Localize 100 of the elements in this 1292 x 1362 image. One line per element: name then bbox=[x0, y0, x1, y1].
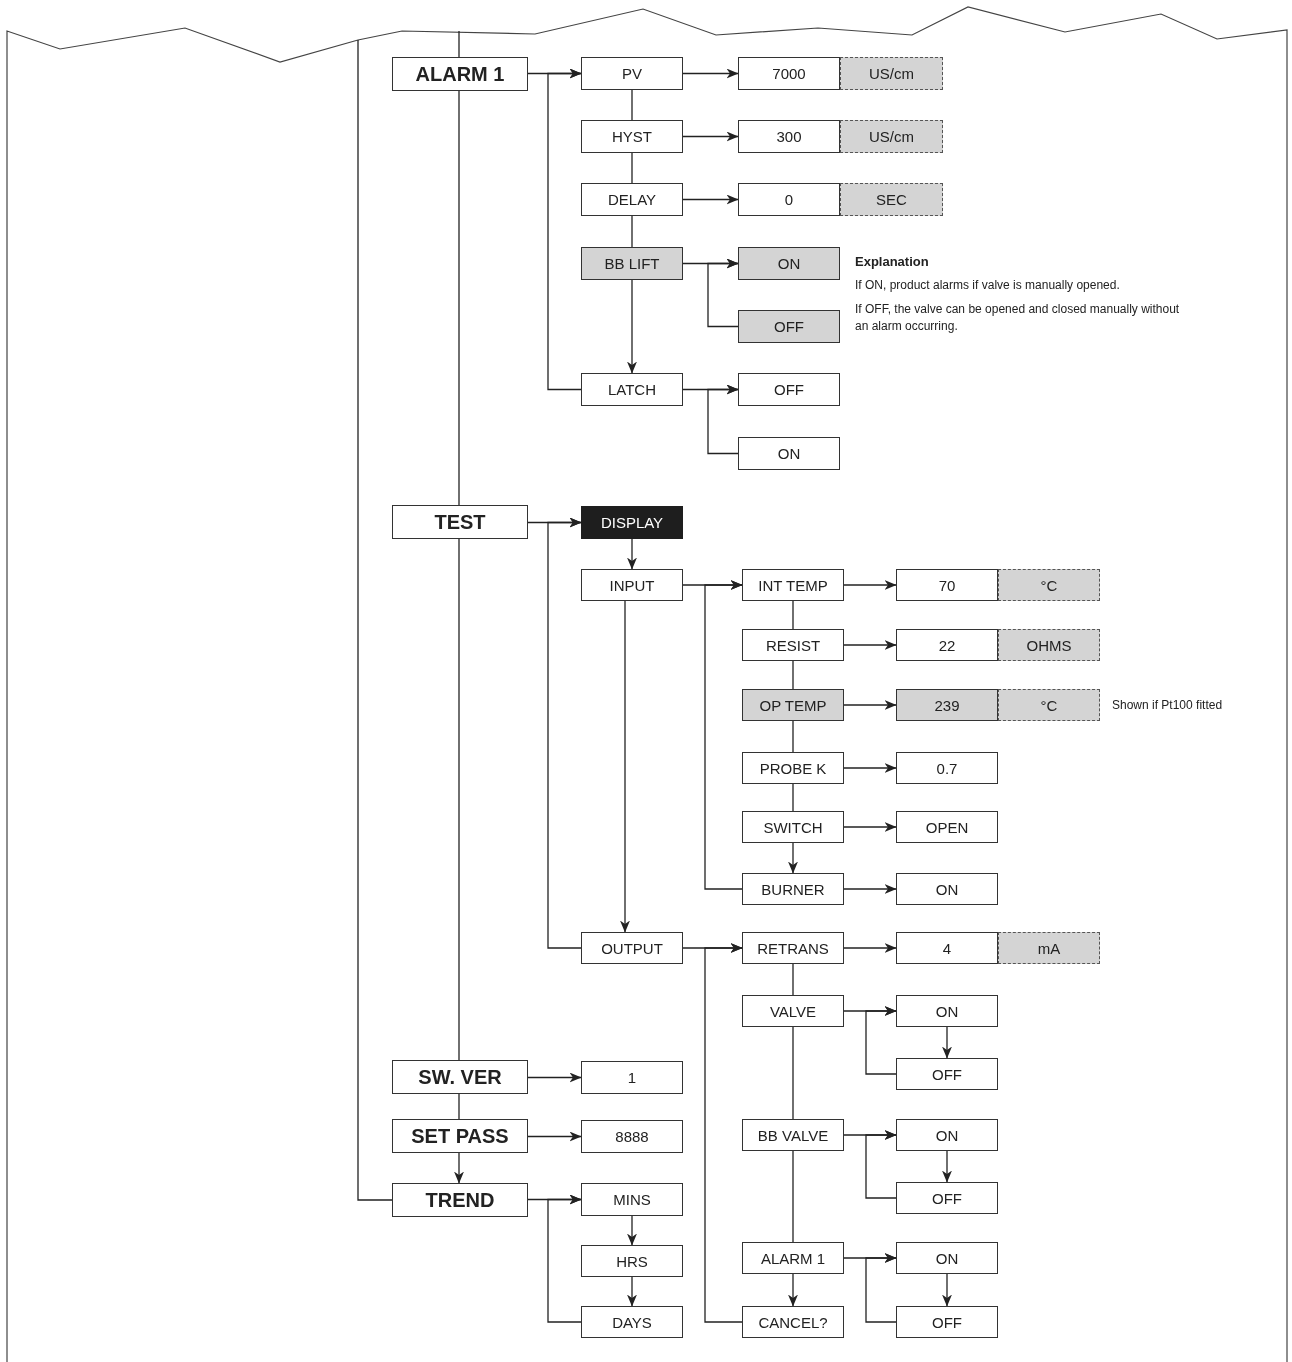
connector-arrow bbox=[682, 68, 739, 79]
menu-label: HRS bbox=[616, 1253, 648, 1269]
connector-arrow bbox=[865, 1130, 897, 1199]
connector-arrow bbox=[843, 943, 897, 953]
connector-line bbox=[458, 90, 460, 506]
menu-box bbox=[392, 1119, 528, 1153]
menu-title: TEST bbox=[434, 512, 486, 532]
menu-box bbox=[896, 752, 998, 784]
menu-title: SET PASS bbox=[411, 1126, 509, 1146]
menu-box bbox=[742, 1242, 844, 1274]
connector-arrow bbox=[843, 640, 897, 650]
connector-arrow bbox=[527, 1072, 582, 1083]
menu-box bbox=[738, 120, 840, 153]
unit-box bbox=[998, 689, 1100, 721]
menu-label: ON bbox=[777, 446, 801, 461]
menu-label: PV bbox=[622, 66, 642, 81]
connector-arrow bbox=[843, 822, 897, 832]
menu-label: ON bbox=[777, 256, 801, 271]
shaded-menu-box bbox=[742, 689, 844, 721]
menu-box bbox=[581, 1245, 683, 1277]
unit-label: °C bbox=[1040, 577, 1058, 593]
menu-box bbox=[738, 373, 840, 406]
menu-label: OFF bbox=[774, 319, 804, 334]
menu-label: ALARM 1 bbox=[760, 1250, 826, 1266]
connector-arrow bbox=[788, 842, 798, 874]
menu-box bbox=[581, 57, 683, 90]
menu-box bbox=[742, 995, 844, 1027]
unit-box bbox=[840, 183, 943, 216]
connector-arrow bbox=[942, 1273, 952, 1307]
connector-arrow bbox=[707, 384, 739, 455]
shaded-menu-box bbox=[581, 247, 683, 280]
explanation-heading: Explanation bbox=[855, 253, 929, 271]
menu-box bbox=[896, 629, 998, 661]
menu-box bbox=[581, 120, 683, 153]
connector-arrow bbox=[843, 763, 897, 773]
connector-line bbox=[458, 30, 460, 58]
menu-box bbox=[392, 57, 528, 91]
highlighted-menu-box bbox=[581, 506, 683, 539]
unit-label: °C bbox=[1040, 697, 1058, 713]
connector-arrow bbox=[547, 1194, 582, 1323]
connector-line bbox=[357, 39, 393, 1201]
connector-arrow bbox=[843, 580, 897, 590]
menu-label: ON bbox=[935, 1003, 959, 1019]
shaded-menu-box bbox=[738, 310, 840, 343]
menu-label: RETRANS bbox=[757, 940, 829, 956]
connector-arrow bbox=[942, 1150, 952, 1183]
menu-label: SWITCH bbox=[763, 819, 823, 835]
menu-box bbox=[581, 1183, 683, 1216]
menu-label: MINS bbox=[613, 1192, 651, 1207]
menu-box bbox=[581, 373, 683, 406]
menu-label: 0 bbox=[784, 192, 794, 207]
menu-label: OFF bbox=[932, 1314, 962, 1330]
unit-label: US/cm bbox=[869, 129, 914, 144]
menu-box bbox=[896, 873, 998, 905]
menu-label: 7000 bbox=[772, 66, 806, 81]
connector-arrow bbox=[843, 700, 897, 710]
unit-box bbox=[840, 57, 943, 90]
menu-box bbox=[896, 1182, 998, 1214]
menu-title: ALARM 1 bbox=[415, 64, 505, 84]
menu-label: DISPLAY bbox=[600, 515, 664, 530]
shaded-menu-box bbox=[738, 247, 840, 280]
menu-label: LATCH bbox=[607, 382, 657, 397]
menu-label: ON bbox=[935, 1250, 959, 1266]
menu-box bbox=[742, 569, 844, 601]
menu-label: VALVE bbox=[769, 1003, 817, 1019]
connector-arrow bbox=[704, 580, 743, 890]
menu-label: 300 bbox=[776, 129, 802, 144]
unit-label: mA bbox=[1037, 940, 1061, 956]
connector-arrow bbox=[627, 1215, 637, 1246]
connector-line bbox=[792, 963, 794, 996]
menu-label: BB LIFT bbox=[604, 256, 660, 271]
connector-line bbox=[458, 538, 460, 1061]
menu-box bbox=[896, 932, 998, 964]
menu-label: 70 bbox=[938, 577, 956, 593]
explanation-text: If OFF, the valve can be opened and closed manually without an alarm occurring. bbox=[855, 301, 1181, 335]
connector-line bbox=[631, 215, 633, 248]
menu-label: CANCEL? bbox=[758, 1314, 828, 1330]
connector-arrow bbox=[942, 1026, 952, 1059]
menu-box bbox=[581, 1061, 683, 1094]
menu-box bbox=[742, 873, 844, 905]
connector-arrow bbox=[682, 131, 739, 142]
connector-line bbox=[631, 89, 633, 121]
menu-label: BB VALVE bbox=[757, 1127, 829, 1143]
menu-box bbox=[896, 569, 998, 601]
menu-box bbox=[896, 1242, 998, 1274]
connector-arrow bbox=[865, 1253, 897, 1323]
connector-line bbox=[631, 152, 633, 184]
menu-label: DELAY bbox=[607, 192, 657, 207]
menu-box bbox=[742, 1119, 844, 1151]
menu-label: DAYS bbox=[612, 1314, 652, 1330]
connector-arrow bbox=[627, 279, 637, 374]
menu-label: 4 bbox=[942, 940, 952, 956]
menu-label: OP TEMP bbox=[759, 697, 827, 713]
menu-box bbox=[896, 995, 998, 1027]
menu-label: PROBE K bbox=[759, 760, 827, 776]
connector-line bbox=[792, 600, 794, 630]
menu-label: 8888 bbox=[615, 1129, 649, 1144]
menu-label: OUTPUT bbox=[601, 940, 663, 956]
connector-arrow bbox=[865, 1006, 897, 1075]
connector-arrow bbox=[547, 517, 582, 949]
